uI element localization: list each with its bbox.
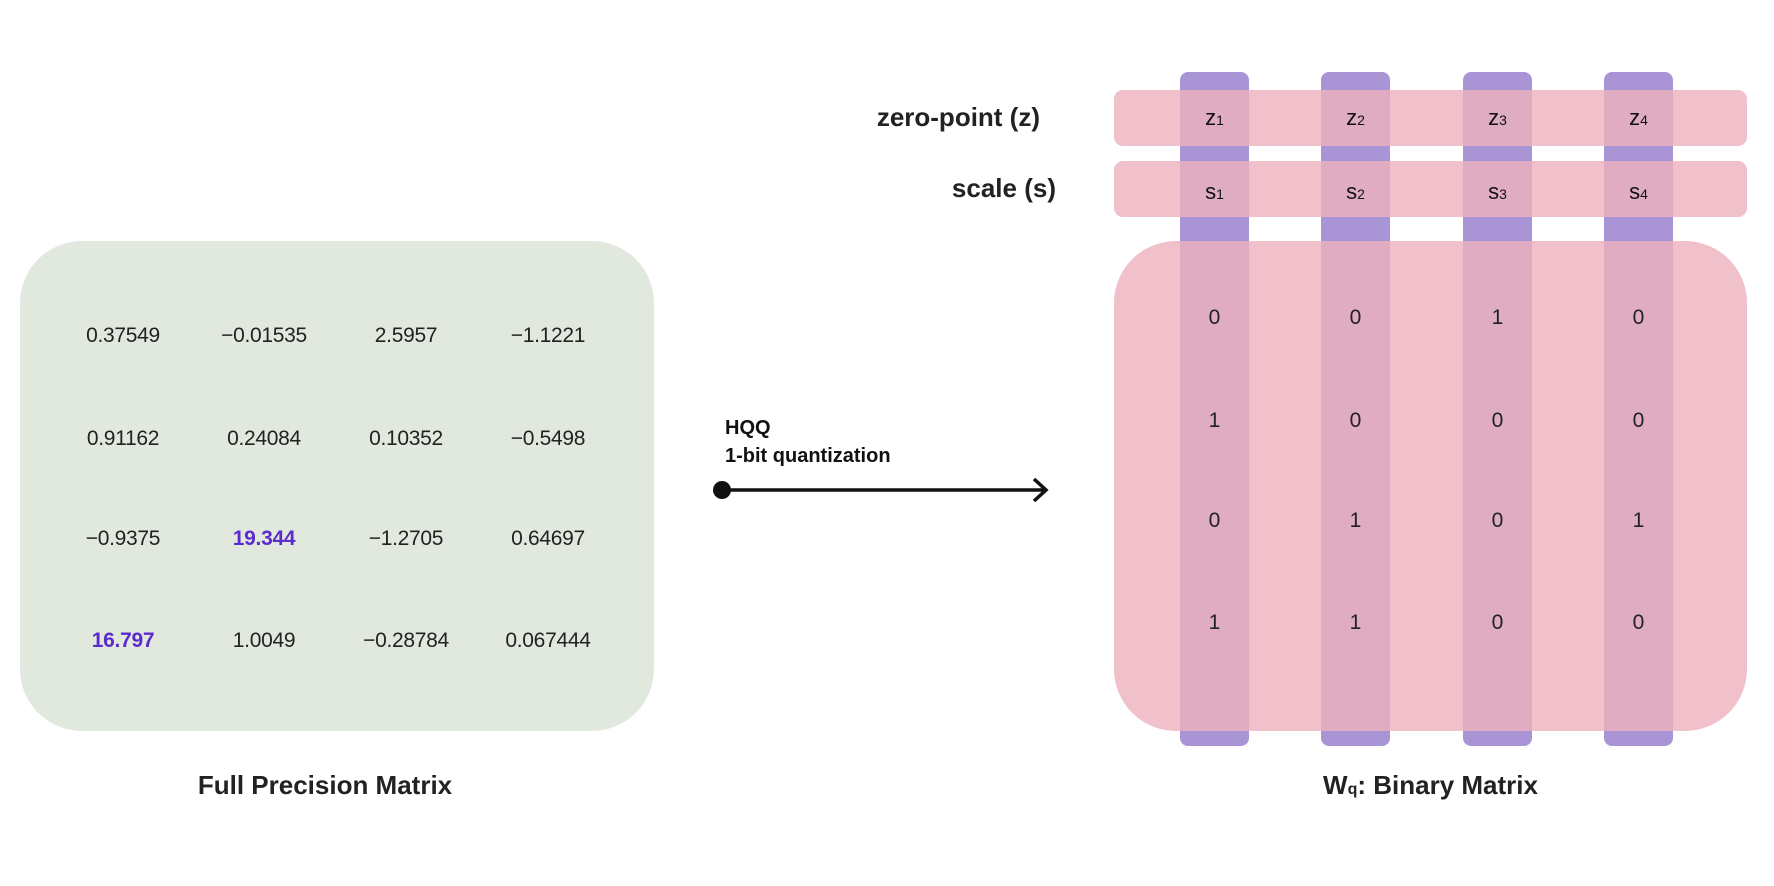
zero-point-symbol: z xyxy=(1488,105,1500,130)
arrow-icon xyxy=(713,478,1049,502)
matrix-value: 0.24084 xyxy=(227,427,301,450)
scale-1: s1 xyxy=(1180,179,1249,205)
zero-point-index: 4 xyxy=(1640,112,1648,128)
scale-4: s4 xyxy=(1604,179,1673,205)
binary-value: 0 xyxy=(1491,409,1504,432)
zero-point-4: z4 xyxy=(1604,105,1673,131)
matrix-value: −0.5498 xyxy=(510,427,586,450)
binary-value: 0 xyxy=(1208,509,1221,532)
binary-value: 0 xyxy=(1349,306,1362,329)
binary-matrix-caption: Wq: Binary Matrix xyxy=(1114,770,1747,801)
scale-index: 4 xyxy=(1640,186,1648,202)
outlier-value: 19.344 xyxy=(232,527,296,550)
transform-description: 1-bit quantization xyxy=(725,445,891,467)
scale-index: 3 xyxy=(1499,186,1507,202)
scale-symbol: s xyxy=(1346,179,1358,204)
zero-point-index: 3 xyxy=(1499,112,1507,128)
scale-3: s3 xyxy=(1463,179,1532,205)
binary-value: 0 xyxy=(1491,509,1504,532)
matrix-value: 0.37549 xyxy=(86,324,160,347)
arrow-head xyxy=(1032,478,1049,502)
matrix-value: −0.9375 xyxy=(85,527,161,550)
matrix-value: 2.5957 xyxy=(374,324,438,347)
full-precision-matrix-panel xyxy=(20,241,654,731)
scale-label: scale (s) xyxy=(951,173,1056,203)
scale-symbol: s xyxy=(1629,179,1641,204)
zero-point-symbol: z xyxy=(1205,105,1217,130)
binary-value: 0 xyxy=(1632,409,1645,432)
binary-value: 1 xyxy=(1349,611,1362,634)
matrix-value: 0.10352 xyxy=(369,427,443,450)
matrix-value: 1.0049 xyxy=(232,629,296,652)
binary-value: 1 xyxy=(1208,409,1221,432)
zero-point-label: zero-point (z) xyxy=(876,102,1040,132)
caption-subscript: q xyxy=(1347,781,1358,798)
matrix-value: 0.91162 xyxy=(86,427,160,450)
binary-value: 0 xyxy=(1349,409,1362,432)
zero-point-symbol: z xyxy=(1629,105,1641,130)
zero-point-index: 2 xyxy=(1357,112,1365,128)
zero-point-3: z3 xyxy=(1463,105,1532,131)
binary-value: 1 xyxy=(1349,509,1362,532)
full-precision-caption: Full Precision Matrix xyxy=(197,770,453,800)
scale-index: 1 xyxy=(1216,186,1224,202)
scale-symbol: s xyxy=(1488,179,1500,204)
zero-point-row xyxy=(1114,90,1747,146)
binary-value: 0 xyxy=(1208,306,1221,329)
scale-symbol: s xyxy=(1205,179,1217,204)
scale-2: s2 xyxy=(1321,179,1390,205)
matrix-value: 0.067444 xyxy=(505,629,591,652)
transform-label: HQQ 1-bit quantization xyxy=(725,414,891,470)
binary-value: 0 xyxy=(1632,611,1645,634)
zero-point-index: 1 xyxy=(1216,112,1224,128)
scale-index: 2 xyxy=(1357,186,1365,202)
matrix-value: −1.1221 xyxy=(510,324,586,347)
binary-value: 1 xyxy=(1491,306,1504,329)
outlier-value: 16.797 xyxy=(91,629,155,652)
zero-point-1: z1 xyxy=(1180,105,1249,131)
scale-row xyxy=(1114,161,1747,217)
matrix-value: 0.64697 xyxy=(511,527,585,550)
zero-point-symbol: z xyxy=(1346,105,1358,130)
matrix-value: −1.2705 xyxy=(368,527,444,550)
binary-value: 1 xyxy=(1208,611,1221,634)
caption-rest: : Binary Matrix xyxy=(1357,770,1538,800)
transform-method: HQQ xyxy=(725,417,771,439)
binary-value: 0 xyxy=(1632,306,1645,329)
matrix-value: −0.28784 xyxy=(363,629,449,652)
binary-matrix-panel xyxy=(1114,241,1747,731)
zero-point-2: z2 xyxy=(1321,105,1390,131)
matrix-value: −0.01535 xyxy=(221,324,307,347)
binary-value: 0 xyxy=(1491,611,1504,634)
caption-w: W xyxy=(1323,770,1348,800)
binary-value: 1 xyxy=(1632,509,1645,532)
